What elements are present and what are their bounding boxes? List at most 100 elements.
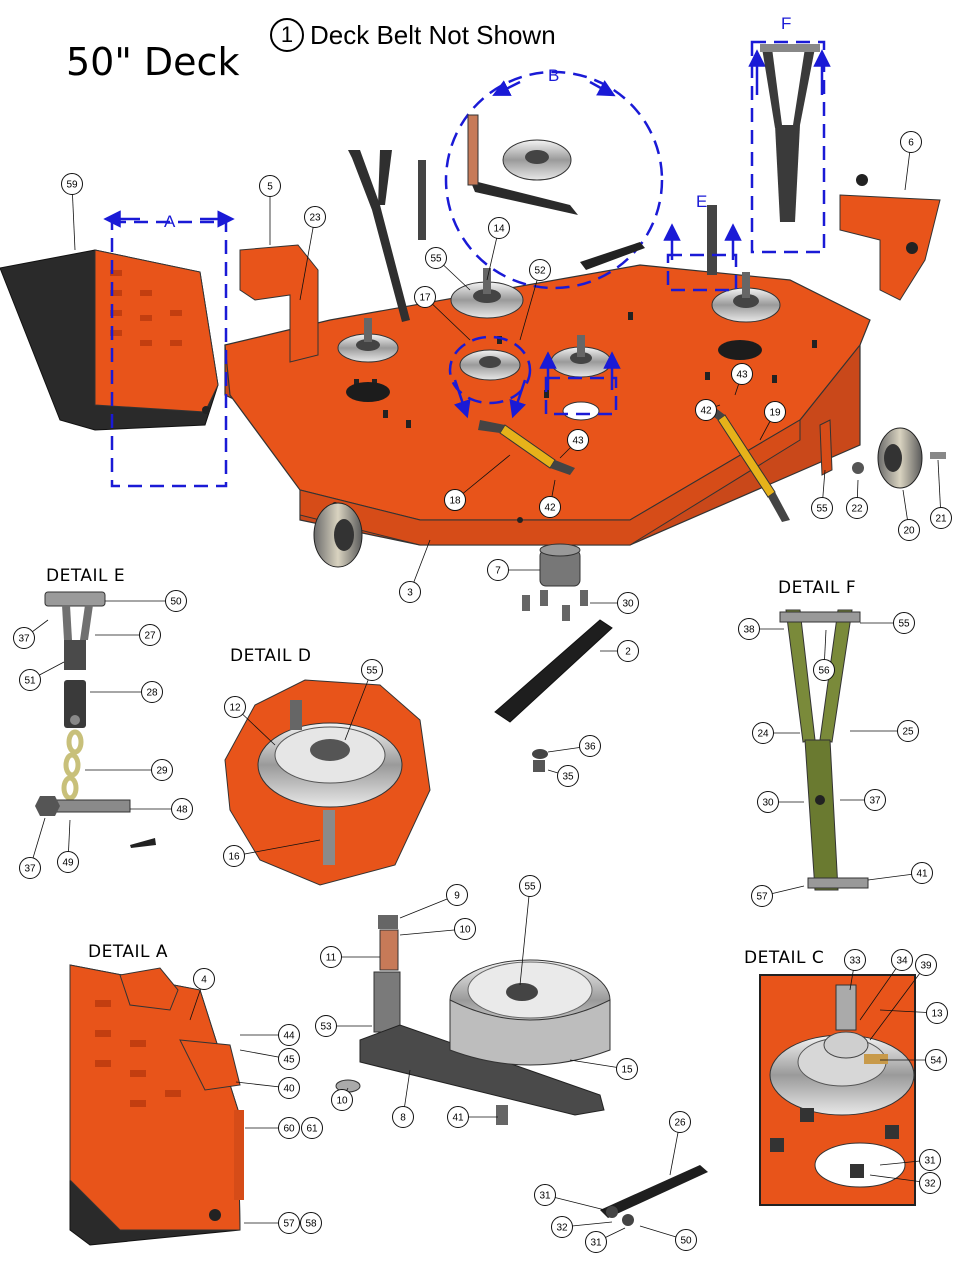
callout-34: 34 <box>859 949 913 1021</box>
callout-number: 31 <box>924 1156 936 1167</box>
callout-circle <box>361 659 383 681</box>
detail-c-assembly <box>759 974 916 1206</box>
callout-circle <box>811 497 833 519</box>
callout-circle <box>151 759 173 781</box>
view-f-frame <box>750 40 826 254</box>
callout-44: 44 <box>240 1024 300 1046</box>
callout-6: 6 <box>900 131 922 191</box>
callout-55: 55 <box>860 612 915 634</box>
callout-28: 28 <box>90 681 163 703</box>
callout-number: 31 <box>590 1238 602 1249</box>
callout-38: 38 <box>738 618 784 640</box>
callout-42: 42 <box>539 479 561 518</box>
detail-f-assembly <box>779 609 869 891</box>
callout-35: 35 <box>547 765 579 787</box>
note-text: Deck Belt Not Shown <box>310 19 556 50</box>
callout-37: 37 <box>840 789 886 811</box>
callout-circle <box>617 640 639 662</box>
callout-number: 29 <box>156 766 168 777</box>
view-b-frame <box>444 70 664 290</box>
callout-number: 10 <box>336 1096 348 1107</box>
callout-circle <box>139 624 161 646</box>
callout-number: 3 <box>407 588 413 599</box>
callout-circle <box>171 798 193 820</box>
callout-circle <box>165 590 187 612</box>
callout-number: 55 <box>816 504 828 515</box>
callout-25: 25 <box>850 720 919 742</box>
callout-circle <box>315 1015 337 1037</box>
callout-number: 33 <box>849 956 861 967</box>
callout-circle <box>898 519 920 541</box>
callout-circle <box>399 581 421 603</box>
callout-circle <box>567 429 589 451</box>
callout-leader <box>869 964 927 1041</box>
callout-circle <box>425 247 447 269</box>
callout-circle <box>304 206 326 228</box>
callout-number: 41 <box>916 869 928 880</box>
callout-number: 5 <box>267 182 273 193</box>
callout-50: 50 <box>105 590 187 612</box>
callout-number: 55 <box>366 666 378 677</box>
callout-9: 9 <box>399 884 468 919</box>
view-c-frame <box>544 376 618 416</box>
callout-55: 55 <box>344 659 383 741</box>
callout-26: 26 <box>669 1111 691 1176</box>
callout-circle <box>919 1149 941 1171</box>
callout-number: 54 <box>930 1056 942 1067</box>
callout-number: 7 <box>495 566 501 577</box>
callout-60: 60 <box>245 1117 300 1139</box>
view-d-frame <box>448 335 532 405</box>
deck-pulley-right <box>711 272 781 323</box>
callout-circle <box>731 363 753 385</box>
callout-circle <box>757 791 779 813</box>
callout-circle <box>454 918 476 940</box>
callout-number: 6 <box>908 138 914 149</box>
callout-circle <box>519 875 541 897</box>
callout-circle <box>534 1184 556 1206</box>
callout-number: 30 <box>622 599 634 610</box>
callout-55: 55 <box>811 469 833 519</box>
deck-pulley-d <box>459 349 521 381</box>
callout-55: 55 <box>425 247 471 291</box>
view-a-frame <box>110 220 228 488</box>
note: 1 Deck Belt Not Shown <box>270 18 556 52</box>
callout-circle <box>278 1212 300 1234</box>
callout-number: 42 <box>544 503 556 514</box>
callout-number: 57 <box>283 1219 295 1230</box>
blade-2 <box>494 619 613 723</box>
callout-leader <box>233 839 321 857</box>
callout-57: 57 <box>751 885 805 907</box>
callout-circle <box>392 1106 414 1128</box>
callout-59: 59 <box>61 173 83 251</box>
callout-10: 10 <box>399 918 476 940</box>
callout-circle <box>141 681 163 703</box>
callout-circle <box>278 1117 300 1139</box>
callout-number: 26 <box>674 1118 686 1129</box>
callout-number: 44 <box>283 1031 295 1042</box>
callout-number: 60 <box>283 1124 295 1135</box>
callout-circle <box>579 735 601 757</box>
view-e-frame <box>666 253 738 292</box>
detail-d-assembly <box>224 679 431 886</box>
callout-circle <box>617 592 639 614</box>
callout-number: 55 <box>898 619 910 630</box>
callout-56: 56 <box>813 629 835 681</box>
callout-50: 50 <box>639 1225 697 1251</box>
callout-4: 4 <box>189 968 215 1021</box>
callout-number: 32 <box>556 1223 568 1234</box>
callout-circle <box>616 1058 638 1080</box>
callout-number: 50 <box>680 1236 692 1247</box>
callout-7: 7 <box>487 559 540 581</box>
callout-29: 29 <box>85 759 173 781</box>
callout-32: 32 <box>551 1216 613 1238</box>
callout-number: 35 <box>562 772 574 783</box>
callout-circle <box>19 669 41 691</box>
callout-circle <box>915 954 937 976</box>
callout-49: 49 <box>57 819 79 873</box>
callout-45: 45 <box>239 1048 300 1070</box>
callout-circle <box>57 851 79 873</box>
callout-19: 19 <box>759 401 786 441</box>
callout-32: 32 <box>869 1172 941 1194</box>
callout-circle <box>930 507 952 529</box>
